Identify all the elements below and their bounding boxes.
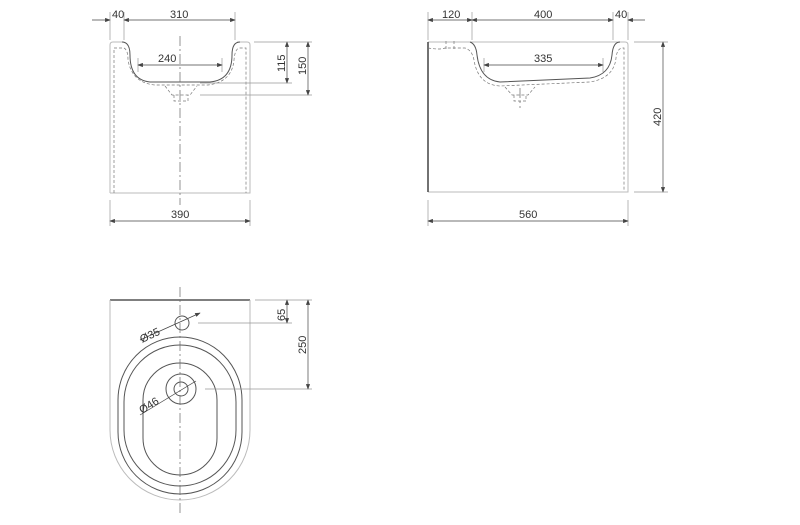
dim-tap-hole-diameter: Ø35 (138, 326, 162, 346)
dim-front-wall: 40 (615, 9, 627, 21)
dim-inner-width: 240 (158, 53, 176, 65)
dim-inner-length: 335 (534, 53, 552, 65)
dim-back: 120 (442, 9, 460, 21)
dim-drain-offset: 250 (297, 336, 309, 354)
drain-outer (165, 373, 197, 405)
dim-total-depth: 560 (519, 209, 537, 221)
dim-depth-outer: 150 (297, 57, 309, 75)
drain-inner (173, 381, 189, 397)
tap-hole (174, 315, 190, 331)
dim-tap-hole-offset: 65 (276, 309, 288, 321)
dim-depth-inner: 115 (276, 54, 288, 72)
dim-height: 420 (652, 108, 664, 126)
dim-basin-width: 310 (170, 9, 188, 21)
dim-total-width: 390 (171, 209, 189, 221)
side-view: 120 400 40 335 420 560 (427, 9, 668, 226)
front-view: 40 310 240 115 150 390 (92, 9, 312, 226)
dim-left-wall: 40 (112, 9, 124, 21)
dim-drain-diameter: Ø46 (137, 395, 161, 416)
dim-basin-length: 400 (534, 9, 552, 21)
top-view: Ø35 Ø46 65 250 (109, 287, 312, 515)
